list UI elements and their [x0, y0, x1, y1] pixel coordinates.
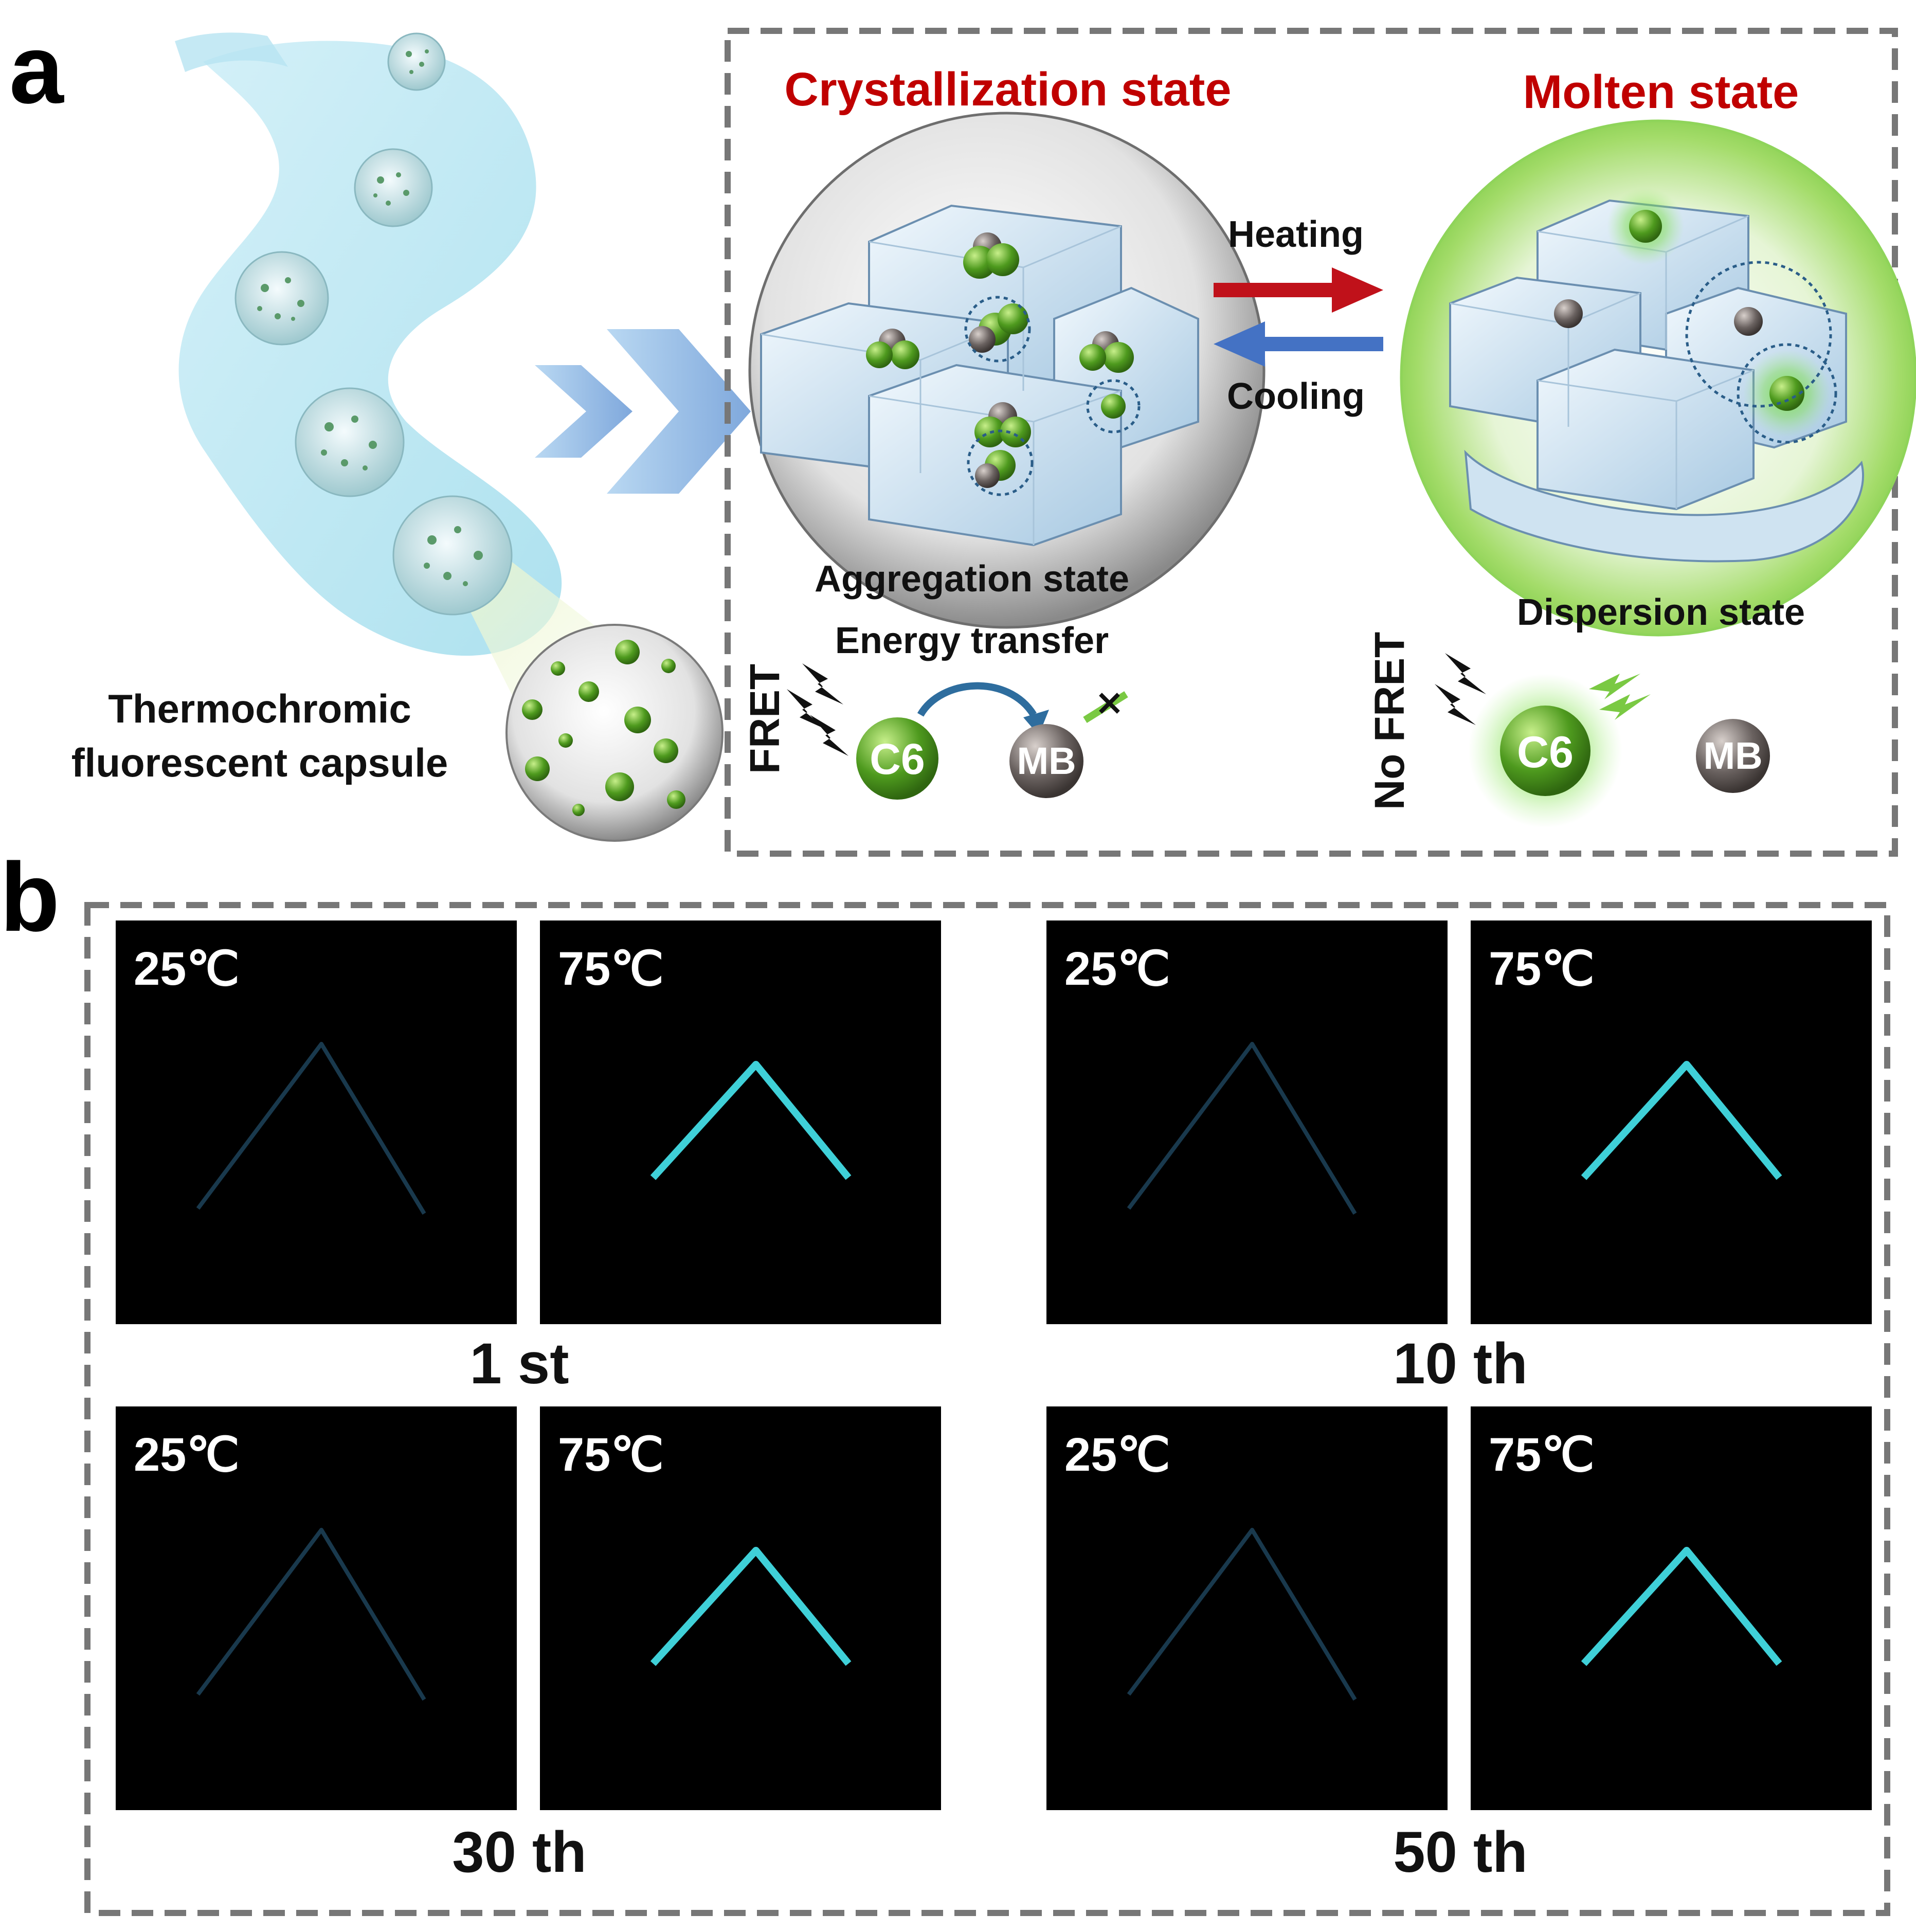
fiber-trace: [1127, 1528, 1357, 1701]
no-fret-label: No FRET: [1366, 632, 1413, 810]
photo-hot-cycle-4: 75℃: [1471, 1406, 1872, 1810]
fiber-trace: [1127, 1042, 1357, 1215]
mb-idle-label: MB: [1703, 734, 1762, 777]
cooling-arrow-icon: [1214, 321, 1383, 367]
photo-hot-cycle-3: 75℃: [540, 1406, 941, 1810]
panel-b-dashed-box: [84, 902, 1890, 1916]
zoomed-capsule: [505, 624, 724, 842]
temperature-label: 25℃: [1064, 943, 1170, 995]
mb-idle-ball: MB: [1696, 719, 1770, 793]
c6-emitting-ball: C6: [1468, 674, 1622, 828]
fiber-trace: [1581, 1547, 1782, 1666]
fiber-trace: [650, 1547, 852, 1666]
energy-transfer-arrowhead-icon: [1023, 710, 1049, 735]
molten-state-title: Molten state: [1523, 66, 1799, 118]
cycle-labels: 1 st 10 th 30 th 50 th: [452, 1331, 1527, 1884]
fiber-trace: [196, 1042, 426, 1215]
mb-acceptor-label: MB: [1017, 739, 1076, 782]
blocked-emission-icon: [1083, 691, 1128, 723]
photo-cold-cycle-2: 25℃: [1046, 920, 1448, 1324]
temperature-label: 25℃: [1064, 1429, 1170, 1481]
c6-donor-ball: C6: [856, 717, 938, 800]
lightning-icon: [787, 663, 848, 756]
temperature-label: 25℃: [134, 1429, 240, 1481]
photo-grid: 25℃ 75℃ 25℃ 75℃ 25℃ 75℃ 25℃ 75℃: [116, 920, 1872, 1810]
fiber-trace: [650, 1061, 852, 1180]
green-emission-icon: [1589, 674, 1651, 720]
molten-sphere: [1400, 119, 1916, 637]
photo-hot-cycle-2: 75℃: [1471, 920, 1872, 1324]
crystallization-state-title: Crystallization state: [784, 63, 1231, 116]
photo-hot-cycle-1: 75℃: [540, 920, 941, 1324]
fret-label: FRET: [742, 664, 788, 774]
capsule-caption-line2: fluorescent capsule: [71, 740, 448, 785]
energy-transfer-label: Energy transfer: [835, 620, 1109, 661]
capsules-in-fiber: [234, 32, 513, 616]
photo-cold-cycle-4: 25℃: [1046, 1406, 1448, 1810]
c6-emitting-label: C6: [1517, 728, 1574, 777]
aggregation-state-label: Aggregation state: [815, 558, 1129, 600]
cycle-label: 10 th: [1393, 1331, 1527, 1396]
panel-b-label: b: [0, 843, 60, 952]
heating-label: Heating: [1228, 214, 1364, 255]
dispersion-state-label: Dispersion state: [1517, 592, 1805, 633]
energy-transfer-arrow-icon: [917, 682, 1037, 717]
temperature-label: 75℃: [1489, 1429, 1595, 1481]
photo-cold-cycle-3: 25℃: [116, 1406, 517, 1810]
crystallization-sphere: [748, 112, 1266, 629]
capsule-caption-line1: Thermochromic: [108, 686, 411, 731]
cooling-label: Cooling: [1227, 376, 1365, 417]
temperature-label: 75℃: [558, 943, 664, 995]
cycle-label: 50 th: [1393, 1820, 1527, 1884]
cycle-label: 1 st: [470, 1331, 569, 1396]
lightning-icon-right: [1435, 653, 1486, 725]
temperature-label: 75℃: [1489, 943, 1595, 995]
temperature-label: 75℃: [558, 1429, 664, 1481]
c6-donor-label: C6: [870, 735, 925, 783]
panel-a-dashed-box: [725, 28, 1898, 857]
panel-a-label: a: [9, 15, 64, 124]
fiber-trace: [1581, 1061, 1782, 1180]
temperature-label: 25℃: [134, 943, 240, 995]
heating-arrow-icon: [1214, 267, 1383, 313]
mb-acceptor-ball: MB: [1009, 724, 1083, 798]
cycle-label: 30 th: [452, 1820, 586, 1884]
fiber-trace: [196, 1528, 426, 1701]
photo-cold-cycle-1: 25℃: [116, 920, 517, 1324]
chevron-arrows-icon: [535, 329, 751, 494]
